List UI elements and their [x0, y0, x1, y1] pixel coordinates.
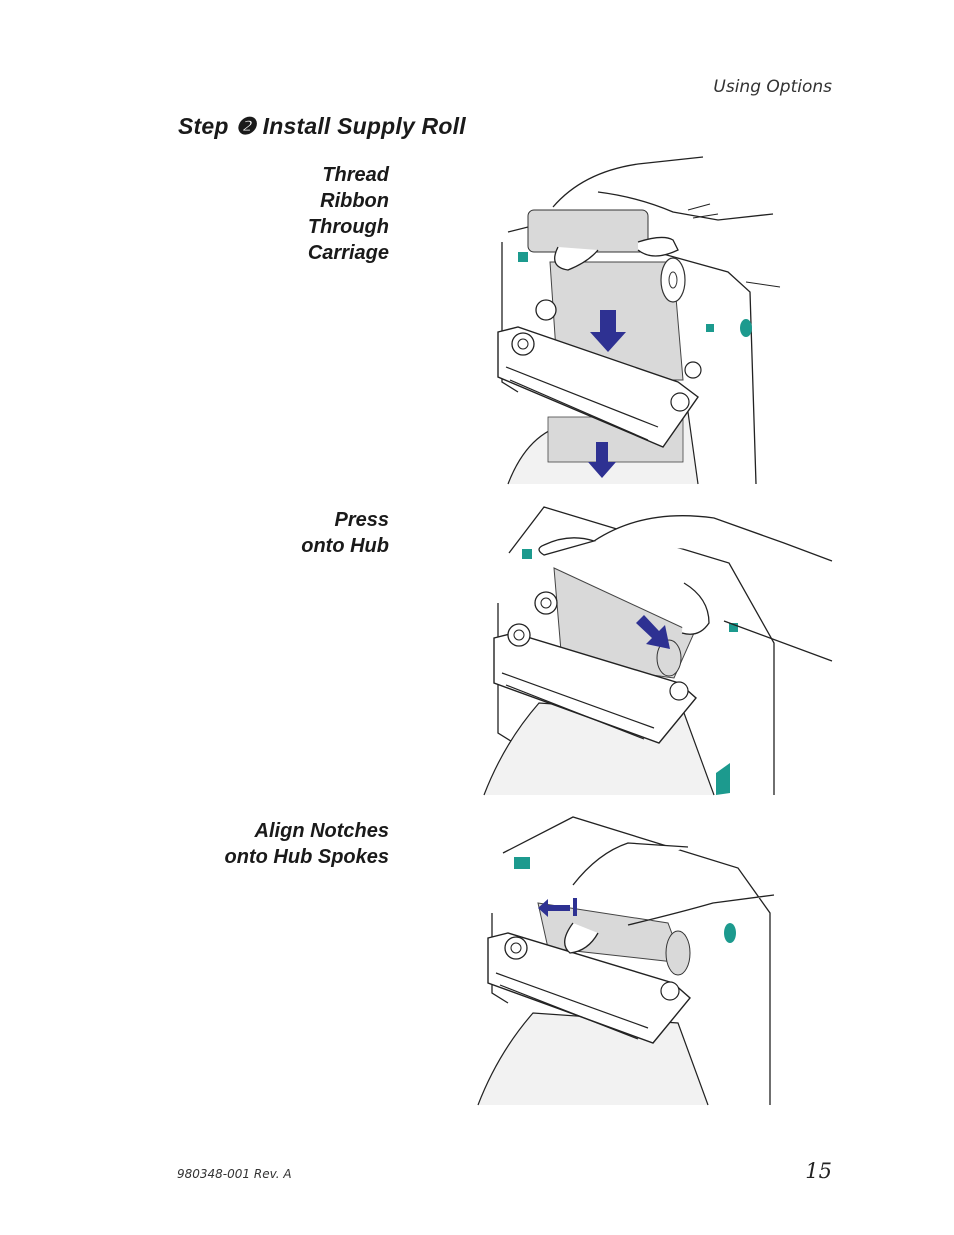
caption-press-onto-hub: Press onto Hub [301, 507, 389, 559]
caption-line: Through [307, 216, 389, 238]
caption-line: Ribbon [320, 190, 389, 212]
printer-thread-ribbon-illustration [488, 152, 788, 485]
caption-line: Align Notches [254, 820, 389, 842]
printer-align-notches-illustration [477, 813, 775, 1106]
caption-line: onto Hub Spokes [224, 846, 389, 868]
caption-line: Carriage [307, 242, 389, 264]
caption-align-notches: Align Notches onto Hub Spokes [225, 818, 389, 870]
caption-thread-ribbon: Thread Ribbon Through Carriage [308, 162, 389, 266]
running-header: Using Options [713, 77, 832, 97]
caption-line: Press [334, 509, 390, 531]
document-number: 980348-001 Rev. A [177, 1167, 292, 1181]
step-title: Step ❷ Install Supply Roll [178, 113, 466, 139]
caption-line: Thread [322, 164, 389, 186]
printer-press-roll-illustration [483, 503, 834, 796]
caption-line: onto Hub [301, 535, 389, 557]
page-number: 15 [805, 1159, 832, 1183]
